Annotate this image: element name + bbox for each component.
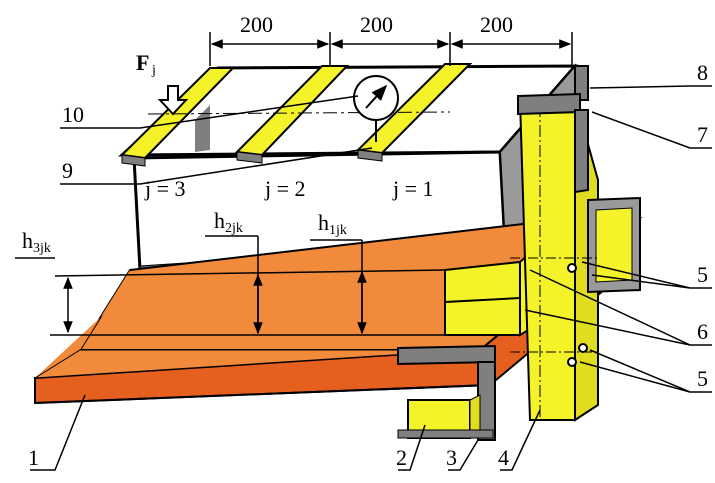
- position-label-1: j = 1: [392, 176, 434, 201]
- position-label-2: j = 2: [264, 176, 306, 201]
- callout-4: 4: [498, 445, 509, 470]
- callout-2: 2: [396, 445, 407, 470]
- vertical-post: [510, 92, 641, 422]
- height-3-subscript: 3jk: [33, 241, 51, 256]
- height-lines: [15, 235, 446, 336]
- dimension-label-2: 200: [360, 12, 393, 37]
- height-1-subscript: 1jk: [329, 223, 347, 238]
- callout-9: 9: [62, 158, 73, 183]
- callout-10: 10: [62, 102, 84, 127]
- load-bar-1: [355, 63, 473, 162]
- load-bars: [119, 63, 473, 167]
- dimension-label-3: 200: [480, 12, 513, 37]
- height-1-symbol: h: [318, 210, 329, 235]
- callout-1: 1: [28, 445, 39, 470]
- callout-6: 6: [697, 319, 708, 344]
- leader-lines: [30, 85, 712, 471]
- height-3-symbol: h: [22, 228, 33, 253]
- height-2-symbol: h: [214, 208, 225, 233]
- force-symbol: F: [136, 50, 149, 75]
- callout-8: 8: [697, 60, 708, 85]
- height-2-subscript: 2jk: [225, 221, 243, 236]
- callout-3: 3: [446, 445, 457, 470]
- dimension-lines: [209, 32, 573, 66]
- callout-7: 7: [697, 122, 708, 147]
- front-clamp: [397, 344, 496, 441]
- dial-gauge: [353, 75, 399, 142]
- callout-5-lower: 5: [697, 366, 708, 391]
- dimension-label-1: 200: [240, 12, 273, 37]
- load-bar-3: [119, 67, 236, 167]
- load-bar-2: [234, 65, 350, 164]
- callout-5-upper: 5: [697, 262, 708, 287]
- force-arrow: [157, 85, 189, 116]
- force-subscript: j: [151, 63, 156, 78]
